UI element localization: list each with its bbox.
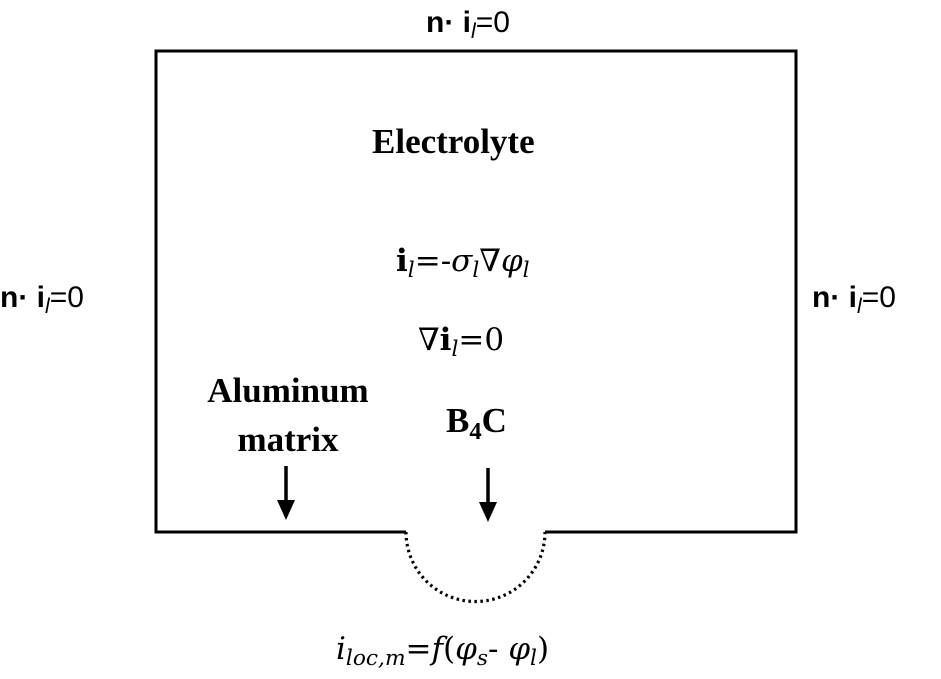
ohm-law-equation: il=-σl∇φl [396, 243, 530, 284]
b4c-particle-interface [404, 531, 547, 604]
domain-boundary [154, 49, 798, 534]
aluminum-arrow [277, 466, 295, 520]
bc-left-label: n· il=0 [0, 281, 84, 318]
bc-top-label: n· il=0 [426, 6, 510, 43]
local-current-equation: iloc,m=f(φs- φl) [336, 631, 550, 672]
b4c-arrow [479, 468, 497, 522]
electrolyte-label: Electrolyte [372, 122, 535, 161]
bc-right-label: n· il=0 [812, 281, 896, 318]
current-conservation-equation: ∇il=0 [418, 322, 505, 363]
b4c-label: B4C [446, 401, 507, 445]
aluminum-matrix-label: Aluminum matrix [207, 371, 369, 459]
